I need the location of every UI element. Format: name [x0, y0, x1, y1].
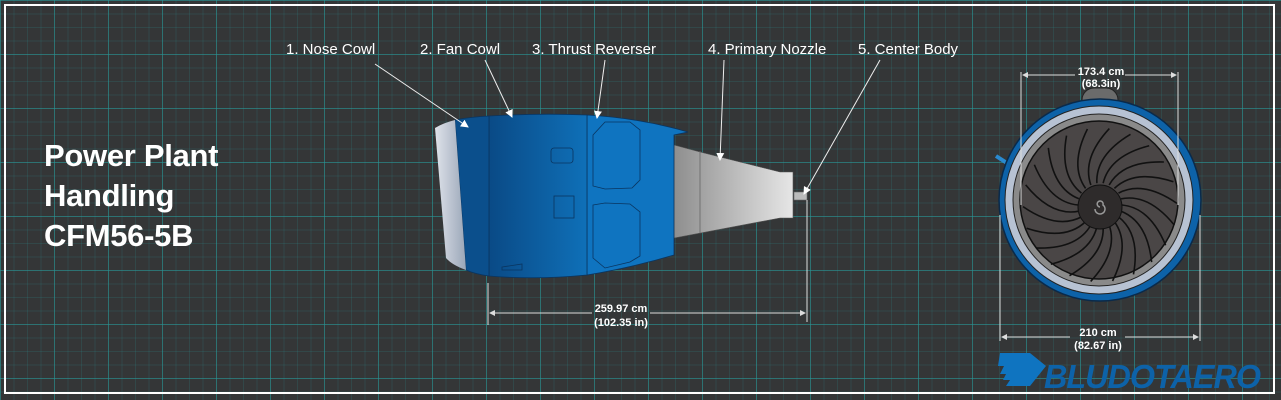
- fan-blade: [1063, 135, 1082, 194]
- label-thrust-reverser: 3. Thrust Reverser: [532, 41, 656, 58]
- spinner-swirl-icon: [1094, 200, 1106, 215]
- fan-blade: [1120, 197, 1175, 226]
- fan-blade: [1077, 128, 1089, 189]
- engine-side-view: [435, 113, 808, 279]
- nose-cowl: [454, 115, 490, 277]
- title-line-1: Power Plant: [44, 138, 219, 173]
- fan-blade: [1026, 221, 1087, 235]
- inner-diameter-cm: 173.4 cm: [1078, 66, 1125, 78]
- fan-blade: [1033, 164, 1079, 206]
- fan-blade: [1118, 187, 1178, 205]
- primary-nozzle: [673, 144, 794, 239]
- fan-blade: [1047, 147, 1080, 200]
- center-body: [793, 191, 808, 201]
- fan-cowl: [488, 113, 588, 279]
- label-fan-cowl: 2. Fan Cowl: [420, 41, 500, 58]
- callouts: [374, 59, 881, 195]
- fan-blade: [1113, 175, 1174, 189]
- inner-diameter-in: (68.3in): [1082, 78, 1121, 90]
- border-frame: [4, 4, 1275, 394]
- fan-blade: [1121, 204, 1167, 246]
- nose-lip: [435, 120, 466, 270]
- fan-blade: [1118, 216, 1137, 275]
- side-dimension-cm: 259.97 cm: [595, 303, 648, 315]
- fan-blade: [1111, 221, 1123, 282]
- bludotaero-logo: BLUDOTAERO: [998, 353, 1262, 395]
- fan-blade: [1025, 184, 1080, 213]
- fan-blade: [1120, 210, 1153, 263]
- label-nose-cowl: 1. Nose Cowl: [286, 41, 375, 58]
- label-primary-nozzle: 4. Primary Nozzle: [708, 41, 826, 58]
- fan-blade: [1096, 133, 1131, 184]
- logo-wing-icon: [998, 353, 1046, 386]
- fan-blade: [1069, 226, 1104, 277]
- fan-blade: [1090, 224, 1113, 282]
- page-title: Power Plant Handling CFM56-5B: [44, 136, 218, 256]
- outer-diameter-in: (82.67 in): [1074, 340, 1122, 352]
- outer-diameter-cm: 210 cm: [1079, 327, 1117, 339]
- fan-blades: [1022, 128, 1178, 282]
- fan-blade: [1022, 205, 1082, 223]
- label-center-body: 5. Center Body: [858, 41, 959, 58]
- fan-blade: [1050, 226, 1098, 266]
- front-dimensions: [999, 72, 1201, 341]
- logo-text: BLUDOTAERO: [1044, 358, 1261, 395]
- thrust-reverser: [586, 114, 689, 276]
- side-dimension-in: (102.35 in): [594, 317, 648, 329]
- fan-blade: [1087, 128, 1110, 186]
- fan-blade: [1108, 161, 1164, 186]
- title-line-3: CFM56-5B: [44, 218, 194, 253]
- fan-blade: [1036, 224, 1092, 249]
- side-dimension: [487, 200, 808, 325]
- fan-blade: [1102, 144, 1150, 184]
- title-line-2: Handling: [44, 178, 175, 213]
- engine-front-view: [994, 87, 1202, 302]
